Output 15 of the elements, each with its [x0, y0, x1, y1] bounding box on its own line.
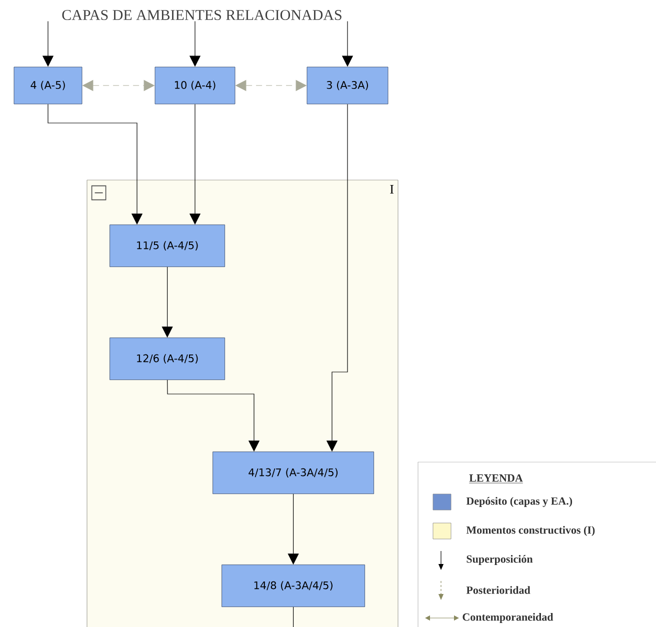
process-box: 12/6 (A-4/5) — [110, 338, 225, 380]
legend-text: Posterioridad — [466, 586, 530, 594]
process-box: 11/5 (A-4/5) — [110, 224, 225, 267]
connector-line — [293, 606, 294, 627]
process-box: 3 (A-3A) — [306, 66, 388, 104]
legend-title: LEYENDA — [468, 474, 524, 484]
process-box: 4/13/7 (A-3A/4/5) — [212, 452, 374, 494]
process-box: 10 (A-4) — [154, 66, 236, 104]
legend-text: Depósito (capas y EA.) — [466, 497, 572, 507]
legend-text: Momentos constructivos (I) — [466, 526, 595, 536]
process-box: 14/8 (A-3A/4/5) — [222, 564, 365, 607]
process-box: 4 (A-5) — [14, 66, 82, 104]
heading-text: CAPAS DE AMBIENTES RELACIONADAS — [62, 10, 342, 20]
legend-text: Contemporaneidad — [462, 613, 554, 623]
legend-text: Superposición — [466, 555, 533, 565]
